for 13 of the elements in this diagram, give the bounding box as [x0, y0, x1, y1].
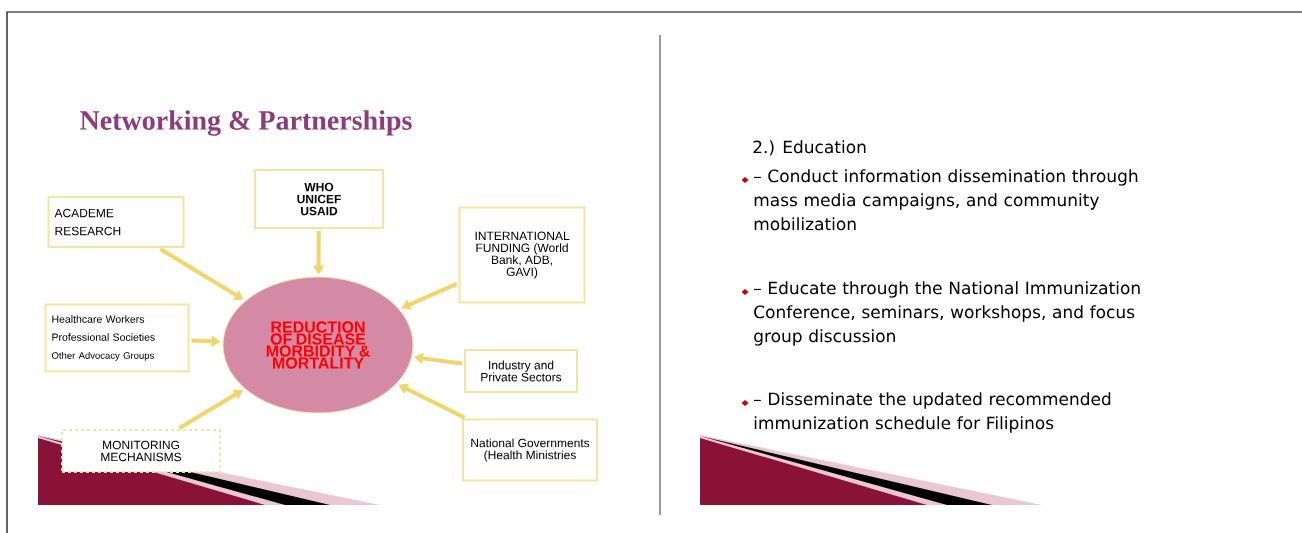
- bullet-text: – Disseminate the updated recommended immunization schedule for Filipinos: [754, 392, 1111, 433]
- arrow: [178, 389, 243, 430]
- partner-box: MONITORING MECHANISMS: [61, 429, 221, 473]
- partner-box: National Governments (Health Ministries: [462, 418, 598, 482]
- bullet-text: – Educate through the National Immunization Conference, seminars, workshops, and focus group discussion: [754, 281, 1140, 346]
- section-heading: 2.) Education: [753, 140, 866, 156]
- partner-box: Industry and Private Sectors: [464, 349, 578, 393]
- partner-box: Healthcare Workers Professional Societies Other Advocacy Groups: [44, 303, 190, 373]
- partner-box: ACADEME RESEARCH: [47, 196, 185, 248]
- partner-box: WHO UNICEF USAID: [254, 169, 384, 229]
- slide-title: Networking & Partnerships: [80, 110, 412, 136]
- bullet-text: – Conduct information dissemination through mass media campaigns, and community mobilization: [754, 169, 1138, 231]
- partner-box: INTERNATIONAL FUNDING (World Bank, ADB, GAVI): [458, 206, 586, 304]
